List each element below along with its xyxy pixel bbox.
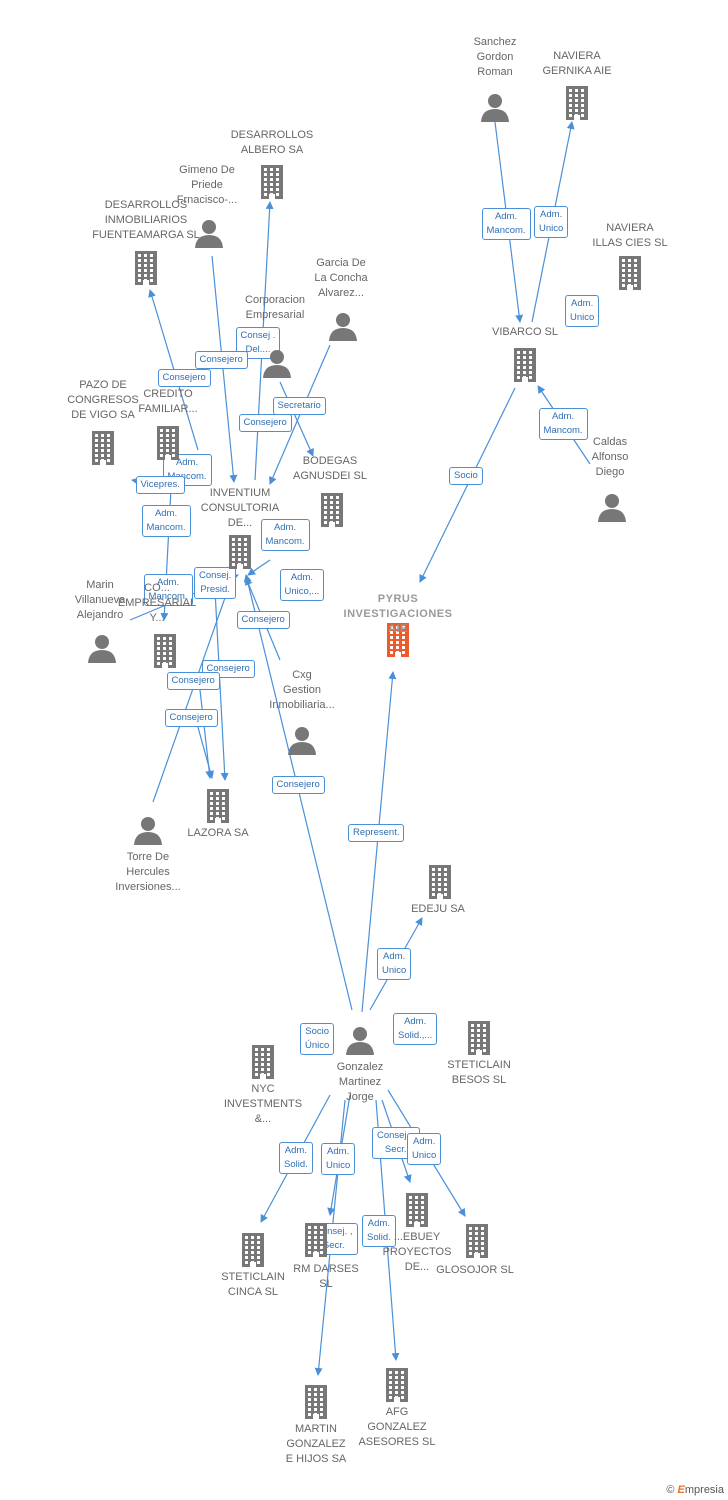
person-icon-caldas[interactable] <box>597 492 627 527</box>
edge-label-consejero[interactable]: Consejero <box>157 369 211 387</box>
node-label-marin[interactable]: Marin Villanueva Alejandro <box>74 579 126 621</box>
edge-line-14 <box>247 559 271 576</box>
building-icon-glosojor[interactable] <box>464 1224 490 1263</box>
building-icon-pyrus[interactable] <box>385 623 411 662</box>
edge-label-vicepres[interactable]: Vicepres. <box>135 476 185 494</box>
edge-label-adm-mancom[interactable]: Adm. Mancom. <box>141 505 191 537</box>
building-icon-naviera_illas[interactable] <box>617 256 643 295</box>
node-label-torre[interactable]: Torre De Hercules Inversiones... <box>115 851 181 893</box>
edge-label-consejero[interactable]: Consejero <box>194 351 248 369</box>
building-icon-steticlain_cinca[interactable] <box>240 1233 266 1272</box>
copyright-symbol: © <box>666 1484 675 1496</box>
edge-line-6 <box>211 255 238 483</box>
node-label-steticlain_besos[interactable]: STETICLAIN BESOS SL <box>447 1059 511 1086</box>
node-label-vibarco[interactable]: VIBARCO SL <box>491 326 559 338</box>
building-icon-nyc[interactable] <box>250 1045 276 1084</box>
edge-label-adm-solid[interactable]: Adm. Solid. <box>362 1215 396 1247</box>
building-icon-steticlain_besos[interactable] <box>466 1021 492 1060</box>
node-label-corporacion[interactable]: Corporacion Empresarial <box>245 294 305 321</box>
edge-label-adm-unico[interactable]: Adm. Unico <box>565 295 600 327</box>
node-label-credito[interactable]: CREDITO FAMILIAR... <box>138 388 198 415</box>
node-label-pyrus[interactable]: PYRUS INVESTIGACIONES AIE <box>343 593 453 635</box>
edge-label-consejero[interactable]: Consejero <box>238 414 292 432</box>
node-label-martin[interactable]: MARTIN GONZALEZ E HIJOS SA <box>285 1423 347 1465</box>
node-label-edeju[interactable]: EDEJU SA <box>411 903 465 915</box>
edge-label-adm-mancom[interactable]: Adm. Mancom. <box>143 574 193 606</box>
node-label-inventium[interactable]: INVENTIUM CONSULTORIA DE... <box>200 487 280 529</box>
edge-label-adm-mancom[interactable]: Adm. Mancom. <box>260 519 310 551</box>
node-label-gimeno[interactable]: Gimeno De Priede Frnacisco-... <box>176 164 238 206</box>
building-icon-desarrollos_fuente[interactable] <box>133 251 159 290</box>
node-label-glosojor[interactable]: GLOSOJOR SL <box>436 1264 514 1276</box>
edge-label-adm-unico[interactable]: Adm. Unico <box>377 948 412 980</box>
edge-label-adm-unico[interactable]: Adm. Unico,... <box>279 569 325 601</box>
building-icon-bodegas[interactable] <box>319 493 345 532</box>
edge-label-socio[interactable]: Socio <box>449 467 483 485</box>
building-icon-afg[interactable] <box>384 1368 410 1407</box>
edge-label-adm-unico[interactable]: Adm. Unico <box>534 206 569 238</box>
node-label-naviera_illas[interactable]: NAVIERA ILLAS CIES SL <box>592 222 668 249</box>
edge-line-20 <box>195 719 214 779</box>
edge-label-adm-solid[interactable]: Adm. Solid. <box>279 1142 313 1174</box>
node-label-lazora[interactable]: LAZORA SA <box>187 827 249 839</box>
node-label-bodegas[interactable]: BODEGAS AGNUSDEI SL <box>293 455 367 482</box>
node-label-caldas[interactable]: Caldas Alfonso Diego <box>591 436 629 478</box>
edge-line-17 <box>152 577 234 803</box>
node-label-rm_darses[interactable]: RM DARSES SL <box>293 1263 359 1290</box>
building-icon-inventium[interactable] <box>227 535 253 574</box>
building-icon-pazo[interactable] <box>90 431 116 470</box>
edge-label-adm-solid[interactable]: Adm. Solid.,... <box>393 1013 438 1045</box>
edge-label-adm-unico[interactable]: Adm. Unico <box>321 1143 356 1175</box>
building-icon-rm_darses[interactable] <box>303 1223 329 1262</box>
building-icon-desarrollos_albero[interactable] <box>259 165 285 204</box>
building-icon-edeju[interactable] <box>427 865 453 904</box>
edge-label-consej-presid[interactable]: Consej. Presid. <box>194 567 237 599</box>
edge-label-socio-nico[interactable]: Socio Único <box>300 1023 335 1055</box>
person-icon-cxg[interactable] <box>287 725 317 760</box>
edge-label-consejero[interactable]: Consejero <box>236 611 290 629</box>
edge-label-consejero[interactable]: Consejero <box>166 672 220 690</box>
node-label-garcia[interactable]: Garcia De La Concha Alvarez... <box>314 257 368 299</box>
edge-line-22 <box>361 671 397 1013</box>
person-icon-garcia[interactable] <box>328 311 358 346</box>
building-icon-co_empresarial[interactable] <box>152 634 178 673</box>
building-icon-naviera_gernika[interactable] <box>564 86 590 125</box>
edge-label-represent[interactable]: Represent. <box>348 824 405 842</box>
person-icon-corporacion[interactable] <box>262 348 292 383</box>
node-label-sanchez[interactable]: Sanchez Gordon Roman <box>473 36 517 78</box>
person-icon-sanchez[interactable] <box>480 92 510 127</box>
edge-label-secretario[interactable]: Secretario <box>272 397 326 415</box>
edge-label-consejero[interactable]: Consejero <box>271 776 325 794</box>
node-label-nyc[interactable]: NYC INVESTMENTS &... <box>223 1083 303 1125</box>
brand-initial: E <box>677 1484 685 1496</box>
edge-line-4 <box>419 387 516 583</box>
edge-label-adm-mancom[interactable]: Adm. Mancom. <box>481 208 531 240</box>
node-label-cxg[interactable]: Cxg Gestion Inmobiliaria... <box>269 669 335 711</box>
node-label-co_empresarial[interactable]: CO... EMPRESARIAL Y... <box>117 582 197 624</box>
empresia-brand: © Empresia <box>666 1484 724 1496</box>
edge-line-18 <box>214 589 229 781</box>
node-label-afg[interactable]: AFG GONZALEZ ASESORES SL <box>358 1406 436 1448</box>
person-icon-marin[interactable] <box>87 633 117 668</box>
building-icon-credito[interactable] <box>155 426 181 465</box>
building-icon-martin[interactable] <box>303 1385 329 1424</box>
edge-label-adm-unico[interactable]: Adm. Unico <box>407 1133 442 1165</box>
brand-name: mpresia <box>684 1484 724 1496</box>
building-icon-lazora[interactable] <box>205 789 231 828</box>
building-icon-rebuey[interactable] <box>404 1193 430 1232</box>
node-label-pazo[interactable]: PAZO DE CONGRESOS DE VIGO SA <box>67 379 139 421</box>
node-label-gonzalez[interactable]: Gonzalez Martinez Jorge <box>336 1061 384 1103</box>
node-label-desarrollos_albero[interactable]: DESARROLLOS ALBERO SA <box>230 129 314 156</box>
edge-line-8 <box>279 381 314 457</box>
node-label-rebuey[interactable]: ...EBUEY PROYECTOS DE... <box>382 1231 452 1273</box>
node-label-steticlain_cinca[interactable]: STETICLAIN CINCA SL <box>221 1271 285 1298</box>
person-icon-gonzalez[interactable] <box>345 1025 375 1060</box>
building-icon-vibarco[interactable] <box>512 348 538 387</box>
edge-label-consejero[interactable]: Consejero <box>164 709 218 727</box>
node-label-desarrollos_fuente[interactable]: DESARROLLOS INMOBILIARIOS FUENTEAMARGA S… <box>92 199 200 241</box>
person-icon-torre[interactable] <box>133 815 163 850</box>
edge-label-adm-mancom[interactable]: Adm. Mancom. <box>538 408 588 440</box>
node-label-naviera_gernika[interactable]: NAVIERA GERNIKA AIE <box>542 50 612 77</box>
person-icon-gimeno[interactable] <box>194 218 224 253</box>
